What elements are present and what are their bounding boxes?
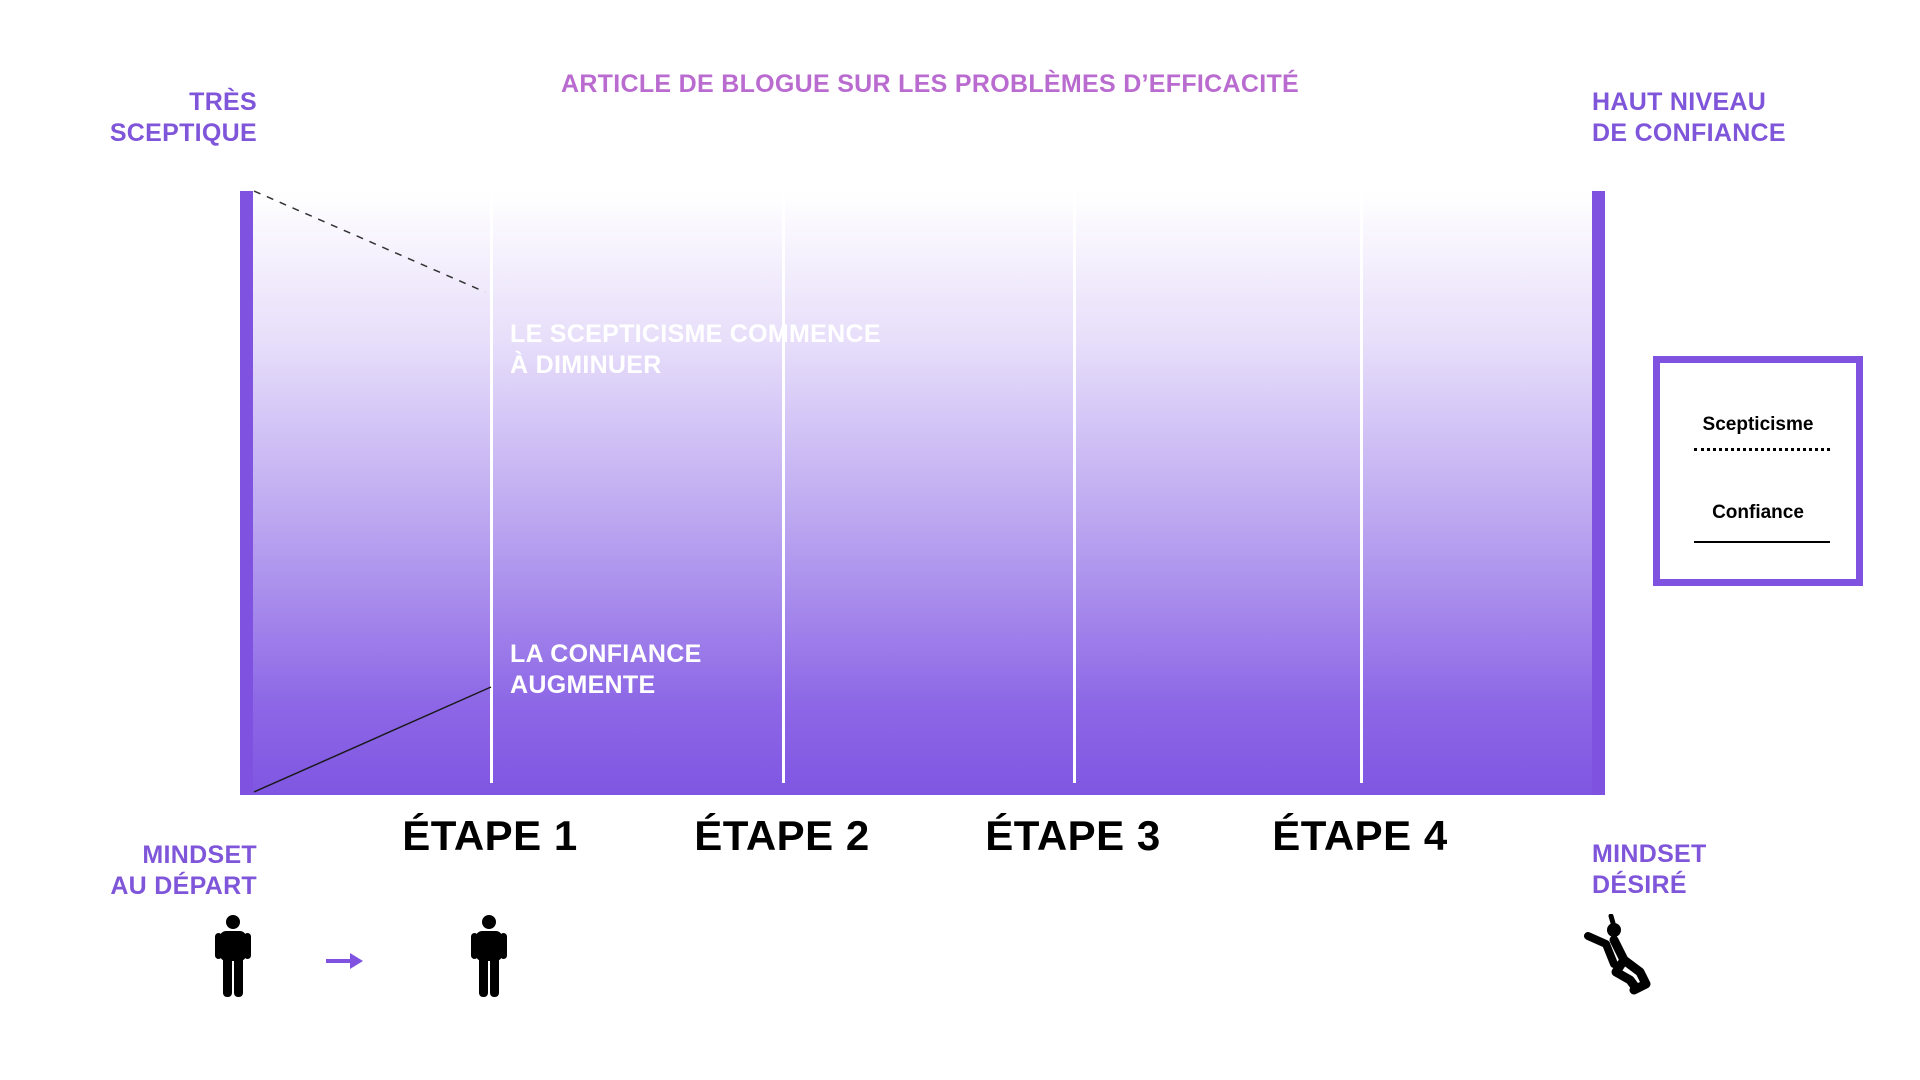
skepticism-label-line-2: À DIMINUER [510, 351, 662, 379]
skepticism-line [253, 190, 486, 293]
confidence-line [253, 686, 492, 793]
stage-label-1: ÉTAPE 1 [402, 812, 578, 859]
stage-divider-4 [1360, 191, 1363, 783]
legend-skepticism-label: Scepticisme [1702, 414, 1814, 435]
stage-label-4: ÉTAPE 4 [1272, 812, 1448, 859]
stage-divider-1 [490, 191, 493, 783]
stage-label-2: ÉTAPE 2 [694, 812, 870, 859]
top-left-label: TRÈS SCEPTIQUE [110, 87, 257, 149]
arrow-right-icon [326, 953, 363, 969]
legend-dotted-line [1694, 448, 1830, 451]
stage-divider-2 [782, 191, 785, 783]
confidence-label-line-1: LA CONFIANCE [510, 640, 702, 668]
confidence-increase-label: LA CONFIANCE AUGMENTE [510, 639, 702, 701]
bottom-right-line-2: DÉSIRÉ [1592, 871, 1687, 899]
skepticism-decrease-label: LE SCEPTICISME COMMENCE À DIMINUER [510, 319, 881, 381]
right-edge-bar [1592, 191, 1605, 795]
bottom-right-line-1: MINDSET [1592, 840, 1707, 868]
standing-person-icon [215, 915, 251, 997]
bottom-left-line-2: AU DÉPART [110, 872, 257, 900]
confidence-label-line-2: AUGMENTE [510, 671, 656, 699]
top-right-label: HAUT NIVEAU DE CONFIANCE [1592, 87, 1786, 149]
diagram-title: ARTICLE DE BLOGUE SUR LES PROBLÈMES D’EF… [560, 70, 1300, 98]
left-edge-bar [240, 191, 253, 795]
gradient-panel [240, 191, 1602, 795]
stage-divider-3 [1073, 191, 1076, 783]
legend-box: Scepticisme Confiance [1653, 356, 1863, 586]
legend-confidence-label: Confiance [1712, 502, 1804, 523]
top-left-line-1: TRÈS [189, 88, 257, 116]
top-left-line-2: SCEPTIQUE [109, 119, 257, 147]
top-right-line-1: HAUT NIVEAU [1592, 88, 1767, 116]
bottom-left-label: MINDSET AU DÉPART [110, 840, 257, 902]
bottom-left-line-1: MINDSET [142, 841, 257, 869]
standing-person-icon [471, 915, 507, 997]
jumping-person-icon [1584, 914, 1651, 995]
bottom-right-label: MINDSET DÉSIRÉ [1592, 839, 1707, 901]
stage-label-3: ÉTAPE 3 [985, 812, 1161, 859]
top-right-line-2: DE CONFIANCE [1592, 119, 1786, 147]
skepticism-label-line-1: LE SCEPTICISME COMMENCE [510, 320, 881, 348]
legend-solid-line [1694, 541, 1830, 543]
